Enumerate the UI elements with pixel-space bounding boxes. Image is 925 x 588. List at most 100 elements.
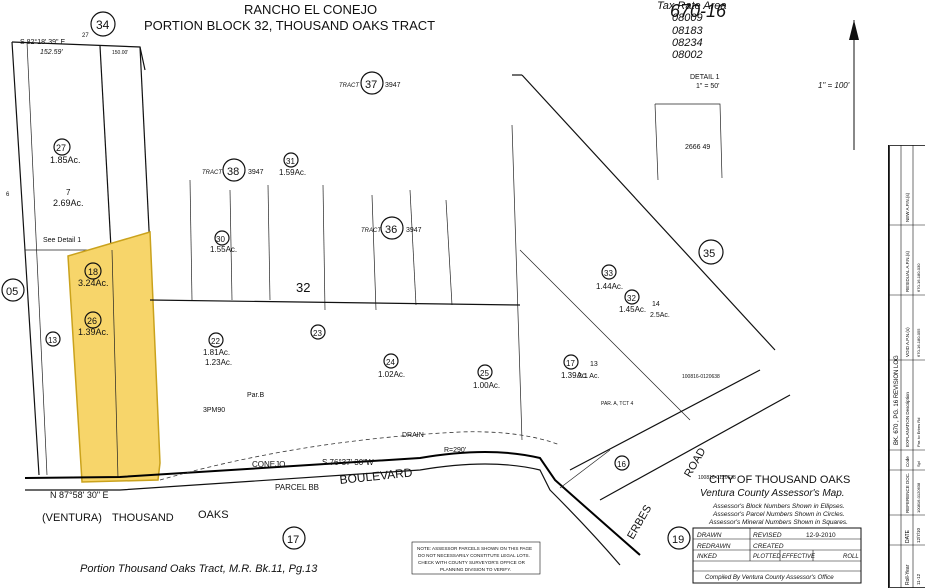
lot-line-3 bbox=[267, 184, 271, 301]
parcel-22-id: 22 bbox=[211, 337, 220, 346]
parcel-24-acres: 1.02Ac. bbox=[378, 370, 405, 379]
parcel-23-id: 23 bbox=[313, 329, 322, 338]
note-line-2: DO NOT NECESSARILY CONSTITUTE LEGAL LOTS… bbox=[418, 553, 530, 558]
parcel-25-acres: 1.00Ac. bbox=[473, 381, 500, 390]
diagonal-boundary bbox=[521, 74, 776, 351]
parcel-32-acres: 1.45Ac. bbox=[619, 305, 646, 314]
lot-line-1 bbox=[189, 179, 193, 301]
parcel-30-id: 30 bbox=[216, 235, 225, 244]
lot-line-4 bbox=[322, 184, 326, 311]
parcel-24-circle bbox=[383, 353, 399, 369]
parcel-26-id: 26 bbox=[87, 316, 97, 326]
parcel-32-id: 32 bbox=[627, 294, 636, 303]
legend-line-3: Assessor's Mineral Numbers Shown in Squa… bbox=[708, 519, 848, 526]
col-new-apn: NEW A.P.N.(s) bbox=[905, 192, 910, 222]
lot-line-2 bbox=[229, 189, 233, 301]
par-b-label: Par.B bbox=[247, 392, 264, 399]
legend-city: CITY OF THOUSAND OAKS bbox=[709, 474, 850, 486]
header-line2: PORTION BLOCK 32, THOUSAND OAKS TRACT bbox=[144, 18, 435, 33]
parcel-7-acres: 2.69Ac. bbox=[53, 198, 84, 208]
par-a-label: PAR. A, TCT 4 bbox=[601, 401, 633, 407]
lot-line-6 bbox=[409, 189, 417, 306]
tax-rate-area-2: 08183 bbox=[672, 25, 703, 37]
table-revised: REVISED bbox=[753, 532, 782, 539]
parcel-17-acres: 1.39Ac. bbox=[561, 371, 588, 380]
col-reference-doc: REFERENCE DOC. bbox=[905, 473, 910, 513]
parcel-14-id: 14 bbox=[652, 301, 660, 308]
block-19-label: 19 bbox=[672, 534, 684, 546]
parcel-17-circle bbox=[563, 354, 579, 370]
thousand-label: THOUSAND bbox=[112, 512, 174, 524]
distance-top: 152.59' bbox=[40, 49, 63, 56]
table-redrawn: REDRAWN bbox=[697, 543, 731, 550]
block-38-label: 38 bbox=[227, 166, 239, 178]
revision-log-grid bbox=[889, 145, 925, 588]
note-line-1: NOTE: ASSESSOR PARCELS SHOWN ON THIS PAG… bbox=[417, 546, 532, 551]
ref-2666: 2666 49 bbox=[685, 144, 710, 151]
parcel-25-circle bbox=[477, 364, 493, 380]
table-inked: INKED bbox=[697, 553, 717, 560]
note-box bbox=[411, 541, 541, 575]
block-05-label: 05 bbox=[6, 286, 18, 298]
ventura-label: (VENTURA) bbox=[42, 512, 102, 524]
west-boundary bbox=[11, 41, 40, 476]
highlighted-parcel[interactable] bbox=[67, 231, 161, 483]
row-code: Spl bbox=[916, 461, 921, 467]
block-34-label: 34 bbox=[96, 18, 110, 32]
col-explanation: EXPLANATION Description bbox=[905, 392, 910, 447]
table-drawn: DRAWN bbox=[697, 532, 722, 539]
row-reference-doc: 100816-0120638 bbox=[916, 482, 921, 513]
parcel-23-circle bbox=[310, 324, 326, 340]
legend-line-2: Assessor's Parcel Numbers Shown in Circl… bbox=[712, 511, 845, 518]
header-line1: RANCHO EL CONEJO bbox=[244, 2, 377, 17]
parcel-bb-label: PARCEL BB bbox=[275, 483, 319, 492]
parcel-18-id: 18 bbox=[88, 267, 98, 277]
erbes-label: ERBES bbox=[625, 503, 654, 541]
tract-36-label: TRACT bbox=[361, 228, 382, 234]
legend-county: Ventura County Assessor's Map. bbox=[700, 488, 845, 499]
row-residual-apn: 670-16-180-030 bbox=[916, 263, 921, 292]
drain-label: DRAIN bbox=[402, 432, 424, 439]
col-void-apn: VOID A.P.N.(s) bbox=[905, 327, 910, 357]
parcel-13-west-circle bbox=[45, 331, 61, 347]
block-05-ellipse bbox=[1, 278, 25, 302]
parcel-31-circle bbox=[283, 152, 299, 168]
parcel-13-east-acres: 2.1 Ac. bbox=[578, 373, 599, 380]
parcel-27-acres: 1.85Ac. bbox=[50, 155, 81, 165]
north-arrow-icon bbox=[849, 20, 859, 150]
block-19-ellipse bbox=[667, 526, 691, 550]
parcel-24-id: 24 bbox=[386, 358, 395, 367]
distance-top-2: 150.00' bbox=[112, 50, 128, 56]
west-inner-line bbox=[26, 41, 48, 476]
parcel-22-acres: 1.81Ac. bbox=[203, 348, 230, 357]
erbes-south-line bbox=[599, 394, 791, 501]
doc-number-1: 100816-0120638 bbox=[682, 374, 720, 380]
table-compiled: Compiled By Ventura County Assessor's Of… bbox=[705, 574, 834, 581]
parcel-13-west-id: 13 bbox=[48, 336, 57, 345]
parcel-31-id: 31 bbox=[286, 157, 295, 166]
parcel-18-acres: 3.24Ac. bbox=[78, 278, 109, 288]
block-37-ellipse bbox=[360, 71, 384, 95]
tax-rate-area-4: 08002 bbox=[672, 49, 703, 61]
parcel-17-id: 17 bbox=[566, 359, 575, 368]
detail-box-left bbox=[654, 103, 659, 181]
tract-38-number: 3947 bbox=[248, 169, 264, 176]
tract-38-label: TRACT bbox=[202, 170, 223, 176]
portion-footer: Portion Thousand Oaks Tract, M.R. Bk.11,… bbox=[80, 563, 318, 575]
parcel-33-acres: 1.44Ac. bbox=[596, 282, 623, 291]
row-void-apn: 670-16-180-055 bbox=[916, 328, 921, 357]
parcel-33-circle bbox=[601, 264, 617, 280]
bearing-top: S 82°18' 39" E bbox=[20, 38, 65, 46]
map-scale: 1" = 100' bbox=[818, 81, 850, 90]
conejo-label: CONEJO bbox=[252, 460, 285, 469]
lot-line-5 bbox=[371, 194, 377, 311]
table-plotted: PLOTTED bbox=[753, 554, 781, 560]
parcel-7-id: 7 bbox=[66, 188, 71, 197]
table-roll: ROLL bbox=[843, 554, 859, 560]
doc-number-2: 100816-0120638 bbox=[698, 475, 736, 481]
note-line-3: CHECK WITH COUNTY SURVEYOR'S OFFICE OR bbox=[418, 560, 526, 565]
lot-line-7 bbox=[445, 199, 453, 306]
parcel-14-acres: 2.5Ac. bbox=[650, 312, 670, 319]
table-created: CREATED bbox=[753, 543, 784, 550]
parcel-26-acres: 1.39Ac. bbox=[78, 327, 109, 337]
